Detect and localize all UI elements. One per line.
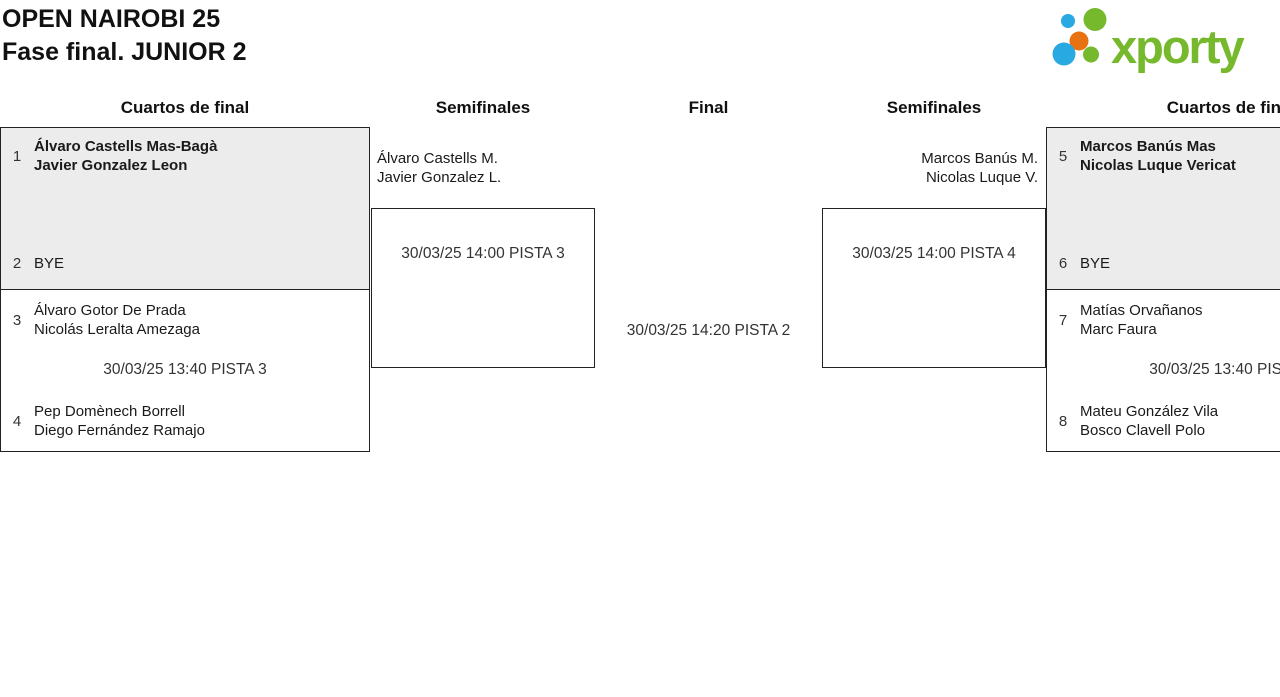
page-title: OPEN NAIROBI 25 Fase final. JUNIOR 2 [2, 3, 247, 69]
match-box-sf2[interactable]: 30/03/25 14:00 PISTA 4 [822, 208, 1046, 368]
seed-number: 1 [12, 147, 22, 165]
phase-name: Fase final. JUNIOR 2 [2, 38, 247, 66]
team-slot: 8 Mateu González Vila Bosco Clavell Polo [1053, 402, 1218, 440]
player-name: Marcos Banús M. [921, 150, 1038, 167]
logo-dot-small-blue [1061, 14, 1075, 28]
player-name: Nicolas Luque Vericat [1080, 157, 1236, 174]
player-name: Javier Gonzalez L. [377, 169, 502, 186]
logo-dot-orange [1069, 31, 1089, 51]
seed-number: 2 [12, 255, 22, 272]
player-name: Matías Orvañanos [1080, 302, 1203, 319]
team-slot: 7 Matías Orvañanos Marc Faura [1053, 301, 1203, 339]
team-slot: 5 Marcos Banús Mas Nicolas Luque Vericat [1053, 137, 1236, 175]
player-name: Álvaro Castells M. [377, 150, 498, 167]
player-name: Álvaro Gotor De Prada [34, 302, 186, 319]
player-name: Diego Fernández Ramajo [34, 422, 205, 439]
bye-label: BYE [1080, 255, 1111, 272]
player-name: Marc Faura [1080, 321, 1157, 338]
player-name: Pep Domènech Borrell [34, 403, 185, 420]
match-schedule: 30/03/25 13:40 PISTA 3 [103, 361, 267, 378]
team-slot: 6 BYE [1053, 254, 1110, 273]
round-header-quarterfinals-right: Cuartos de final [1166, 98, 1280, 117]
seed-number: 3 [12, 311, 22, 329]
player-name: Javier Gonzalez Leon [34, 157, 188, 174]
match-box-qf1[interactable]: 1 Álvaro Castells Mas-Bagà Javier Gonzal… [0, 127, 370, 290]
round-header-quarterfinals-left: Cuartos de final [120, 98, 250, 117]
tournament-name: OPEN NAIROBI 25 [2, 5, 221, 33]
player-name: Nicolas Luque V. [925, 169, 1038, 186]
logo-wordmark: xporty [1111, 20, 1245, 73]
match-box-qf4[interactable]: 7 Matías Orvañanos Marc Faura 30/03/25 1… [1046, 289, 1280, 452]
seed-number: 6 [1058, 255, 1068, 272]
seed-number: 4 [12, 412, 22, 430]
semifinal-team-left: Álvaro Castells M. Javier Gonzalez L. [377, 149, 592, 187]
match-box-qf2[interactable]: 3 Álvaro Gotor De Prada Nicolás Leralta … [0, 289, 370, 452]
round-header-semifinals-right: Semifinales [886, 98, 982, 117]
round-header-semifinals-left: Semifinales [435, 98, 531, 117]
round-header-final: Final [688, 98, 729, 117]
team-slot: 1 Álvaro Castells Mas-Bagà Javier Gonzal… [7, 137, 218, 175]
match-box-sf1[interactable]: 30/03/25 14:00 PISTA 3 [371, 208, 595, 368]
xporty-logo-graphic: xporty [1052, 8, 1247, 73]
seed-number: 7 [1058, 311, 1068, 329]
logo-dot-small-green [1083, 46, 1099, 63]
match-schedule: 30/03/25 13:40 PISTA 4 [1149, 361, 1280, 378]
final-schedule: 30/03/25 14:20 PISTA 2 [626, 322, 791, 339]
team-slot: 2 BYE [7, 254, 64, 273]
match-box-qf3[interactable]: 5 Marcos Banús Mas Nicolas Luque Vericat… [1046, 127, 1280, 290]
seed-number: 5 [1058, 147, 1068, 165]
logo-dot-big-green [1083, 8, 1107, 31]
player-name: Nicolás Leralta Amezaga [34, 321, 200, 338]
semifinal-team-right: Marcos Banús M. Nicolas Luque V. [838, 149, 1038, 187]
bye-label: BYE [34, 255, 65, 272]
logo-dot-big-blue [1052, 42, 1076, 66]
match-schedule: 30/03/25 14:00 PISTA 4 [852, 245, 1016, 262]
player-name: Álvaro Castells Mas-Bagà [34, 138, 218, 155]
player-name: Marcos Banús Mas [1080, 138, 1216, 155]
team-slot: 3 Álvaro Gotor De Prada Nicolás Leralta … [7, 301, 200, 339]
seed-number: 8 [1058, 412, 1068, 430]
team-slot: 4 Pep Domènech Borrell Diego Fernández R… [7, 402, 205, 440]
match-schedule: 30/03/25 14:00 PISTA 3 [401, 245, 565, 262]
xporty-logo[interactable]: xporty [1048, 3, 1280, 78]
player-name: Mateu González Vila [1080, 403, 1219, 420]
player-name: Bosco Clavell Polo [1080, 422, 1206, 439]
